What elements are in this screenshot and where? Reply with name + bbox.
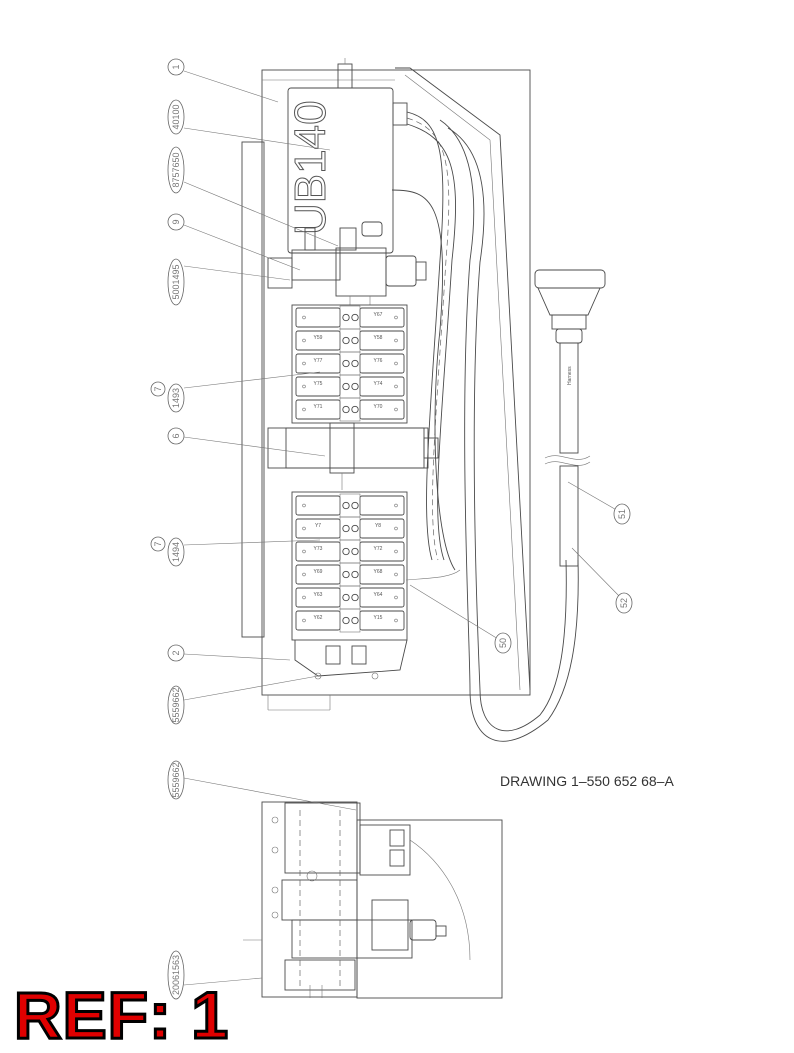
valve-label: Y64 xyxy=(374,592,383,598)
valve-label: Y58 xyxy=(374,335,383,341)
valve-label: Y73 xyxy=(314,546,323,552)
svg-text:5001495: 5001495 xyxy=(171,264,181,299)
valve-row: Y69 Y68 xyxy=(295,562,405,587)
svg-text:50: 50 xyxy=(498,638,508,648)
callout-40100: 40100 xyxy=(167,99,185,135)
detail-view xyxy=(243,801,503,999)
mounting-plate xyxy=(241,69,531,711)
svg-text:7: 7 xyxy=(153,541,163,546)
svg-text:51: 51 xyxy=(617,509,627,519)
callout-5559662-upper: 5559662 xyxy=(167,685,185,725)
valve-label: Y15 xyxy=(374,615,383,621)
callout-52: 52 xyxy=(615,592,633,614)
valve-row: Y59 Y58 xyxy=(295,328,405,353)
svg-text:5559662: 5559662 xyxy=(171,762,181,797)
valve-label: Y72 xyxy=(374,546,383,552)
callout-1493: 1493 xyxy=(167,383,185,413)
callouts: 1 40100 8757650 9 5001495 7 1493 6 xyxy=(150,58,633,1000)
manifold-block xyxy=(267,422,439,490)
svg-text:1493: 1493 xyxy=(171,388,181,408)
leader-lines xyxy=(183,70,624,986)
callout-20061563: 20061563 xyxy=(167,950,185,1000)
callout-7-lower: 7 xyxy=(150,536,166,552)
valve-row xyxy=(295,493,405,518)
valve-row: Y67 xyxy=(295,305,405,330)
valve-label: Y8 xyxy=(375,523,381,529)
valve-row: Y75 Y74 xyxy=(295,374,405,399)
svg-text:20061563: 20061563 xyxy=(171,955,181,995)
hoses xyxy=(391,111,579,742)
valve-label: Y7 xyxy=(315,523,321,529)
svg-text:1: 1 xyxy=(171,64,181,69)
svg-text:40100: 40100 xyxy=(171,104,181,129)
valve-label: Y59 xyxy=(314,335,323,341)
valve-row: Y77 Y76 xyxy=(295,351,405,376)
valve-label: Y76 xyxy=(374,358,383,364)
valve-label: Y77 xyxy=(314,358,323,364)
valve-row: Y7 Y8 xyxy=(295,516,405,541)
callout-51: 51 xyxy=(613,503,631,525)
valve-row: Y62 Y15 xyxy=(295,608,405,633)
callout-8757650: 8757650 xyxy=(167,146,185,194)
callout-7-upper: 7 xyxy=(150,381,166,397)
cable-label: Harness xyxy=(567,366,573,385)
side-bracket xyxy=(395,67,531,691)
valve-label: Y63 xyxy=(314,592,323,598)
callout-5001495: 5001495 xyxy=(167,258,185,306)
svg-text:8757650: 8757650 xyxy=(171,152,181,187)
callout-5559662-detail: 5559662 xyxy=(167,760,185,800)
valve-row: Y73 Y72 xyxy=(295,539,405,564)
svg-text:7: 7 xyxy=(153,386,163,391)
pendant-control: Harness xyxy=(534,269,606,567)
valve-label: Y74 xyxy=(374,381,383,387)
callout-1: 1 xyxy=(167,58,185,76)
svg-text:1494: 1494 xyxy=(171,542,181,562)
ub140-module: UB140 xyxy=(286,58,408,254)
valve-label: Y69 xyxy=(314,569,323,575)
callout-50: 50 xyxy=(494,632,512,654)
valve-label: Y67 xyxy=(374,312,383,318)
valve-row: Y71 Y70 xyxy=(295,397,405,422)
drawing-number: DRAWING 1–550 652 68–A xyxy=(500,773,674,789)
bottom-fittings xyxy=(294,639,408,680)
valve-label: Y70 xyxy=(374,404,383,410)
valve-label: Y68 xyxy=(374,569,383,575)
svg-text:2: 2 xyxy=(171,650,181,655)
svg-text:9: 9 xyxy=(171,219,181,224)
callout-1494: 1494 xyxy=(167,537,185,567)
callout-2: 2 xyxy=(167,644,185,662)
valve-label: Y62 xyxy=(314,615,323,621)
valve-label: Y71 xyxy=(314,404,323,410)
plate-marking: UB140 xyxy=(286,100,335,235)
callout-6: 6 xyxy=(167,427,185,445)
callout-9: 9 xyxy=(167,213,185,231)
upper-fittings xyxy=(267,221,427,305)
ref-label: REF: 1 xyxy=(12,978,230,1052)
svg-text:5559662: 5559662 xyxy=(171,687,181,722)
valve-row: Y63 Y64 xyxy=(295,585,405,610)
svg-text:52: 52 xyxy=(619,598,629,608)
svg-text:6: 6 xyxy=(171,433,181,438)
valve-label: Y75 xyxy=(314,381,323,387)
